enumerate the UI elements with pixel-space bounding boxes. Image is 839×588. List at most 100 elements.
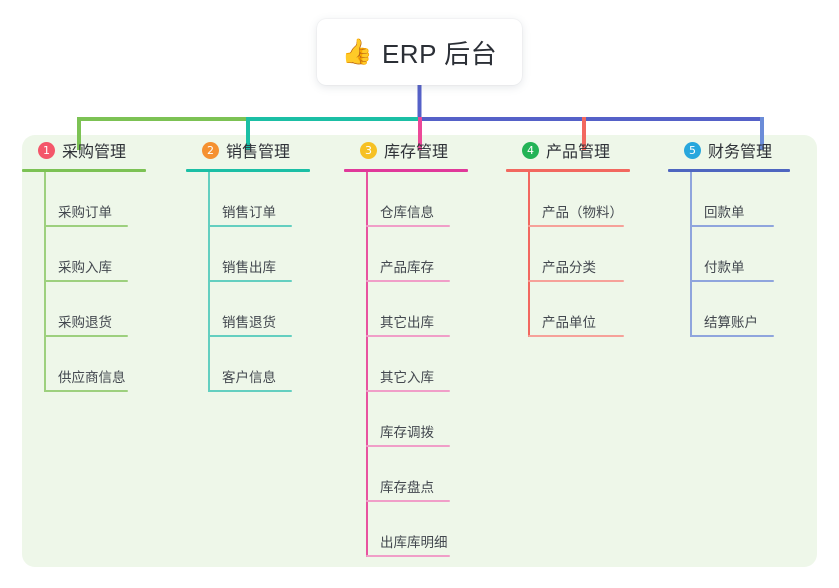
branch-spine-2	[208, 172, 210, 392]
leaf-item-label: 回款单	[704, 205, 745, 220]
leaf-item[interactable]: 销售出库	[208, 227, 346, 282]
leaf-item[interactable]: 付款单	[690, 227, 818, 282]
leaf-item-label: 仓库信息	[380, 205, 434, 220]
leaf-item[interactable]: 采购退货	[44, 282, 182, 337]
leaf-item[interactable]: 供应商信息	[44, 337, 182, 392]
branch-title-5: 财务管理	[708, 144, 773, 161]
branch-column-3: 3 库存管理仓库信息产品库存其它出库其它入库库存调拨库存盘点出库库明细	[344, 135, 504, 557]
leaf-item-underline	[528, 280, 624, 282]
branch-header-3[interactable]: 3 库存管理	[344, 135, 504, 165]
leaf-item-underline	[690, 280, 774, 282]
leaf-item[interactable]: 结算账户	[690, 282, 818, 337]
leaf-item-label: 产品单位	[542, 315, 596, 330]
branch-badge-4: 4	[522, 141, 539, 159]
branch-badge-5: 5	[684, 141, 701, 159]
leaf-item-label: 销售订单	[222, 205, 276, 220]
leaf-item-underline	[690, 335, 774, 337]
branch-column-2: 2 销售管理销售订单销售出库销售退货客户信息	[186, 135, 346, 392]
branch-badge-2: 2	[202, 141, 219, 159]
branch-title-4: 产品管理	[546, 144, 611, 161]
leaf-item-underline	[366, 555, 450, 557]
branch-leaf-list-4: 产品（物料） 产品分类产品单位	[506, 172, 674, 337]
branch-header-2[interactable]: 2 销售管理	[186, 135, 346, 165]
leaf-item-label: 供应商信息	[58, 370, 126, 385]
branch-column-4: 4 产品管理产品（物料） 产品分类产品单位	[506, 135, 674, 337]
branch-spine-1	[44, 172, 46, 392]
branch-badge-3: 3	[360, 141, 377, 159]
leaf-item-label: 销售退货	[222, 315, 276, 330]
leaf-item[interactable]: 出库库明细	[366, 502, 504, 557]
leaf-item[interactable]: 销售退货	[208, 282, 346, 337]
leaf-item[interactable]: 产品（物料）	[528, 172, 674, 227]
leaf-item-underline	[366, 445, 450, 447]
branch-leaf-list-2: 销售订单销售出库销售退货客户信息	[186, 172, 346, 392]
branch-title-3: 库存管理	[384, 144, 449, 161]
branch-columns: 1 采购管理采购订单采购入库采购退货供应商信息 2 销售管理销售订单销售出库销售退货客…	[22, 135, 817, 567]
branch-spine-4	[528, 172, 530, 337]
leaf-item-label: 产品分类	[542, 260, 596, 275]
leaf-item-underline	[690, 225, 774, 227]
leaf-item[interactable]: 仓库信息	[366, 172, 504, 227]
root-node-content: 👍 ERP 后台	[342, 34, 497, 71]
leaf-item-underline	[208, 335, 292, 337]
branch-badge-1: 1	[38, 141, 55, 159]
branch-header-4[interactable]: 4 产品管理	[506, 135, 674, 165]
leaf-item[interactable]: 销售订单	[208, 172, 346, 227]
branch-title-1: 采购管理	[62, 144, 127, 161]
leaf-item-label: 库存调拨	[380, 425, 434, 440]
branch-title-2: 销售管理	[226, 144, 291, 161]
leaf-item[interactable]: 库存盘点	[366, 447, 504, 502]
leaf-item[interactable]: 采购订单	[44, 172, 182, 227]
root-node-title: ERP 后台	[381, 38, 498, 69]
leaf-item-underline	[366, 335, 450, 337]
leaf-item-underline	[44, 390, 128, 392]
leaf-item[interactable]: 客户信息	[208, 337, 346, 392]
leaf-item[interactable]: 采购入库	[44, 227, 182, 282]
thumbs-up-icon: 👍	[341, 37, 373, 66]
leaf-item-underline	[44, 335, 128, 337]
branch-column-5: 5 财务管理回款单付款单结算账户	[668, 135, 818, 337]
branch-underline-4	[506, 169, 630, 172]
leaf-item[interactable]: 产品单位	[528, 282, 674, 337]
branch-underline-5	[668, 169, 790, 172]
leaf-item-underline	[44, 280, 128, 282]
diagram-background-panel	[22, 135, 817, 567]
leaf-item[interactable]: 产品库存	[366, 227, 504, 282]
leaf-item-label: 产品库存	[380, 260, 434, 275]
leaf-item-label: 出库库明细	[380, 535, 448, 550]
branch-header-5[interactable]: 5 财务管理	[668, 135, 818, 165]
leaf-item-label: 客户信息	[222, 370, 276, 385]
leaf-item-underline	[366, 500, 450, 502]
leaf-item-label: 采购入库	[58, 260, 112, 275]
leaf-item-underline	[366, 225, 450, 227]
leaf-item-label: 其它入库	[380, 370, 434, 385]
leaf-item-underline	[366, 390, 450, 392]
leaf-item-label: 库存盘点	[380, 480, 434, 495]
leaf-item-underline	[208, 390, 292, 392]
leaf-item-label: 付款单	[704, 260, 745, 275]
branch-underline-3	[344, 169, 468, 172]
leaf-item[interactable]: 库存调拨	[366, 392, 504, 447]
leaf-item-underline	[208, 225, 292, 227]
branch-column-1: 1 采购管理采购订单采购入库采购退货供应商信息	[22, 135, 182, 392]
branch-header-1[interactable]: 1 采购管理	[22, 135, 182, 165]
leaf-item-underline	[44, 225, 128, 227]
leaf-item-label: 其它出库	[380, 315, 434, 330]
leaf-item-label: 采购订单	[58, 205, 112, 220]
root-node-card[interactable]: 👍 ERP 后台	[317, 19, 522, 85]
leaf-item-underline	[528, 225, 624, 227]
leaf-item-label: 销售出库	[222, 260, 276, 275]
branch-leaf-list-1: 采购订单采购入库采购退货供应商信息	[22, 172, 182, 392]
leaf-item[interactable]: 其它入库	[366, 337, 504, 392]
leaf-item-label: 采购退货	[58, 315, 112, 330]
leaf-item[interactable]: 回款单	[690, 172, 818, 227]
leaf-item-label: 结算账户	[704, 315, 758, 330]
leaf-item[interactable]: 产品分类	[528, 227, 674, 282]
branch-spine-3	[366, 172, 368, 557]
leaf-item-underline	[366, 280, 450, 282]
leaf-item-label: 产品（物料）	[542, 205, 623, 220]
branch-underline-1	[22, 169, 146, 172]
leaf-item[interactable]: 其它出库	[366, 282, 504, 337]
branch-underline-2	[186, 169, 310, 172]
